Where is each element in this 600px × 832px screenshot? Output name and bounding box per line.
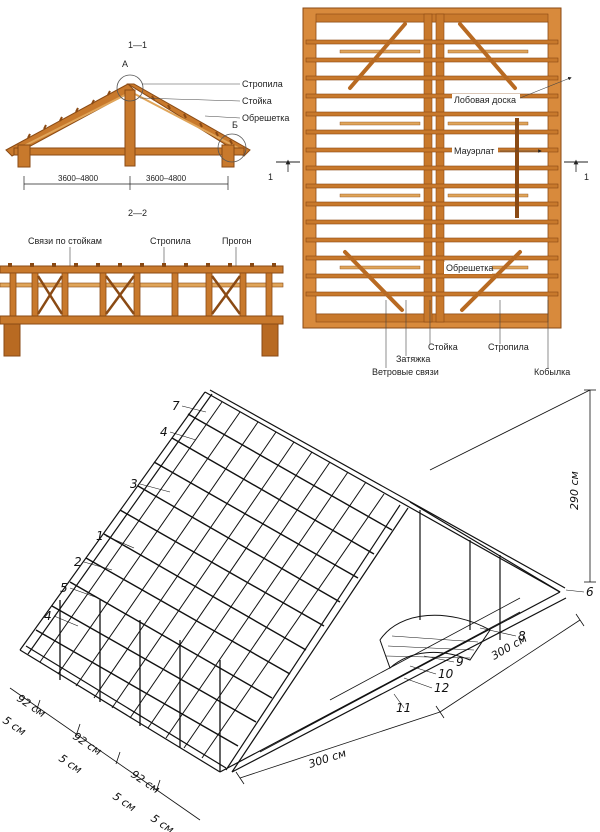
dim-depth: 300 см	[489, 632, 529, 663]
node-a-label: А	[122, 59, 128, 69]
callout-5: 5	[60, 581, 68, 595]
section-mark-right: 1	[584, 172, 589, 182]
node-a-circle	[116, 74, 144, 102]
label-rafters-1: Стропила	[242, 79, 283, 89]
callout-7: 7	[172, 399, 180, 413]
label-fascia: Лобовая доска	[454, 95, 516, 105]
right-support	[261, 323, 279, 357]
dim-spacing-5: 92 см	[128, 768, 162, 797]
callout-9: 9	[456, 655, 464, 669]
purlin	[0, 265, 284, 274]
label-lathing-1: Обрешетка	[242, 113, 289, 123]
label-post-ties: Связи по стойкам	[28, 236, 102, 246]
label-purlin: Прогон	[222, 236, 252, 246]
label-wind-braces: Ветровые связи	[372, 367, 439, 377]
center-post	[124, 89, 136, 167]
section-1-1: 1—1 А Б Стропила Стойка Обре	[5, 40, 289, 190]
isometric-dimensions	[9, 389, 596, 821]
isometric-callouts: 7 4 3 1 2 5 4 6 8 9 10 12 11	[44, 399, 594, 715]
node-b-label: Б	[232, 120, 238, 130]
label-post-plan: Стойка	[428, 342, 458, 352]
label-wall-plate: Мауэрлат	[454, 146, 494, 156]
section-mark-left: 1	[268, 172, 273, 182]
node-b-circle	[217, 133, 247, 163]
span-left: 3600–4800	[58, 174, 99, 183]
label-lathing-plan: Обрешетка	[446, 263, 493, 273]
dim-spacing-1: 92 см	[14, 692, 48, 721]
callout-2: 2	[74, 555, 82, 569]
floor-beam	[0, 315, 284, 325]
isometric-frame	[19, 389, 567, 773]
callout-8: 8	[518, 629, 526, 643]
callout-4-top: 4	[160, 425, 168, 439]
label-rafters-2: Стропила	[150, 236, 191, 246]
callout-10: 10	[438, 667, 454, 681]
left-support	[3, 323, 21, 357]
callout-3: 3	[130, 477, 138, 491]
dim-spacing-4: 5 см	[56, 752, 84, 777]
section-1-1-title: 1—1	[128, 40, 147, 50]
dim-spacing-2: 5 см	[0, 714, 28, 739]
label-tie: Затяжка	[396, 354, 430, 364]
plan-view: 1 1 Лобовая доска Мауэрлат Обрешетка Сто…	[268, 7, 589, 377]
callout-6: 6	[586, 585, 594, 599]
dim-spacing-6: 5 см	[110, 790, 138, 815]
dimension-labels: 290 см 300 см 300 см 92 см 5 см 92 см 5 …	[0, 471, 581, 832]
left-wall-plate	[17, 144, 31, 168]
section-2-2-title: 2—2	[128, 208, 147, 218]
callout-1: 1	[96, 529, 104, 543]
dim-spacing-7: 5 см	[148, 812, 176, 832]
label-rafter-tail: Кобылка	[534, 367, 570, 377]
callout-12: 12	[434, 681, 449, 695]
dim-height: 290 см	[568, 471, 581, 510]
span-right: 3600–4800	[146, 174, 187, 183]
label-rafters-plan: Стропила	[488, 342, 529, 352]
label-post-1: Стойка	[242, 96, 272, 106]
right-wall-plate	[221, 144, 235, 168]
dim-spacing-3: 92 см	[70, 730, 104, 759]
callout-4-bottom: 4	[44, 609, 52, 623]
section-2-2: 2—2 Связи по стойкам Стропила Прогон	[0, 208, 284, 357]
dim-width: 300 см	[307, 746, 348, 770]
